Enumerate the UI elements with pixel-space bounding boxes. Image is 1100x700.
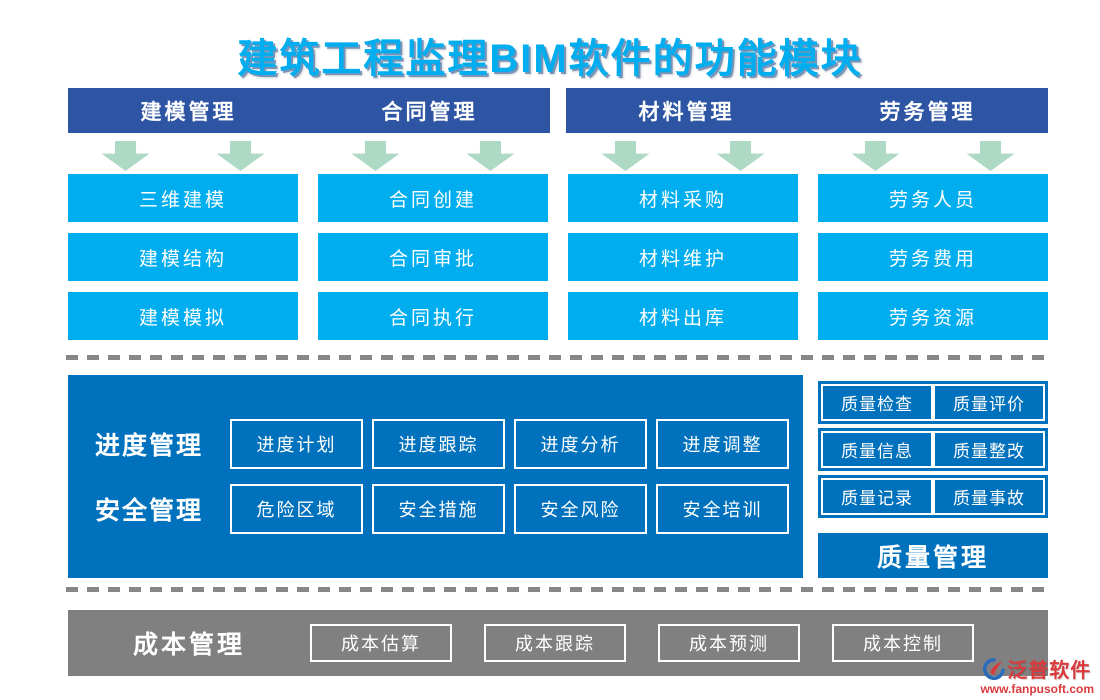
module-column-contract: 合同创建 合同审批 合同执行	[318, 174, 548, 340]
module-box: 材料出库	[568, 292, 798, 340]
arrow-row-modeling	[68, 141, 298, 171]
module-box: 安全措施	[372, 484, 505, 534]
module-box: 三维建模	[68, 174, 298, 222]
down-arrow-icon	[466, 141, 515, 171]
arrow-row-labor	[818, 141, 1048, 171]
module-box: 成本预测	[658, 624, 800, 662]
dashed-divider-top	[66, 355, 1050, 360]
module-box: 进度跟踪	[372, 419, 505, 469]
quality-cell: 质量信息	[821, 431, 933, 468]
column-header-modeling: 建模管理	[140, 100, 237, 124]
down-arrow-icon	[966, 141, 1015, 171]
down-arrow-icon	[716, 141, 765, 171]
row-label-safety: 安全管理	[94, 497, 203, 525]
module-box: 进度调整	[656, 419, 789, 469]
quality-row: 质量检查 质量评价	[818, 381, 1048, 424]
quality-cell: 质量整改	[933, 431, 1045, 468]
module-box: 合同创建	[318, 174, 548, 222]
cost-management-bar: 成本管理 成本估算 成本跟踪 成本预测 成本控制	[68, 610, 1048, 676]
safety-row: 安全管理 危险区域 安全措施 安全风险 安全培训	[68, 484, 803, 534]
down-arrow-icon	[351, 141, 400, 171]
module-box: 进度计划	[230, 419, 363, 469]
quality-row: 质量记录 质量事故	[818, 475, 1048, 518]
quality-cell: 质量记录	[821, 478, 933, 515]
module-box: 成本估算	[310, 624, 452, 662]
header-bar-left: 建模管理 合同管理	[68, 88, 550, 133]
dashed-divider-bottom	[66, 587, 1050, 592]
brand-name: 泛普软件	[1007, 660, 1092, 682]
module-column-modeling: 三维建模 建模结构 建模模拟	[68, 174, 298, 340]
down-arrow-icon	[216, 141, 265, 171]
module-column-labor: 劳务人员 劳务费用 劳务资源	[818, 174, 1048, 340]
quality-management-header: 质量管理	[818, 533, 1048, 578]
schedule-safety-panel: 进度管理 进度计划 进度跟踪 进度分析 进度调整 安全管理 危险区域 安全措施 …	[68, 375, 803, 578]
brand-url: www.fanpusoft.com	[980, 682, 1094, 696]
module-box: 建模结构	[68, 233, 298, 281]
module-box: 材料采购	[568, 174, 798, 222]
module-box: 成本跟踪	[484, 624, 626, 662]
arrow-row-material	[568, 141, 798, 171]
header-bar-right: 材料管理 劳务管理	[566, 88, 1048, 133]
page-title: 建筑工程监理BIM软件的功能模块	[237, 37, 863, 81]
quality-cell: 质量事故	[933, 478, 1045, 515]
module-box: 安全培训	[656, 484, 789, 534]
quality-cell: 质量评价	[933, 384, 1045, 421]
brand-logo: 泛普软件 www.fanpusoft.com	[980, 654, 1094, 696]
column-header-contract: 合同管理	[381, 100, 478, 124]
module-box: 安全风险	[514, 484, 647, 534]
module-box: 建模模拟	[68, 292, 298, 340]
module-box: 劳务人员	[818, 174, 1048, 222]
module-box: 劳务费用	[818, 233, 1048, 281]
fanpu-logo-icon	[983, 657, 1006, 680]
module-column-material: 材料采购 材料维护 材料出库	[568, 174, 798, 340]
module-box: 材料维护	[568, 233, 798, 281]
module-box: 合同审批	[318, 233, 548, 281]
down-arrow-icon	[101, 141, 150, 171]
row-label-schedule: 进度管理	[94, 432, 203, 460]
column-header-labor: 劳务管理	[879, 100, 976, 124]
quality-cell: 质量检查	[821, 384, 933, 421]
down-arrow-icon	[601, 141, 650, 171]
module-box: 危险区域	[230, 484, 363, 534]
row-label-cost: 成本管理	[132, 631, 245, 659]
quality-row: 质量信息 质量整改	[818, 428, 1048, 471]
schedule-row: 进度管理 进度计划 进度跟踪 进度分析 进度调整	[68, 419, 803, 469]
down-arrow-icon	[851, 141, 900, 171]
module-box: 成本控制	[832, 624, 974, 662]
module-box: 合同执行	[318, 292, 548, 340]
arrow-row-contract	[318, 141, 548, 171]
module-box: 进度分析	[514, 419, 647, 469]
module-box: 劳务资源	[818, 292, 1048, 340]
column-header-material: 材料管理	[638, 100, 735, 124]
